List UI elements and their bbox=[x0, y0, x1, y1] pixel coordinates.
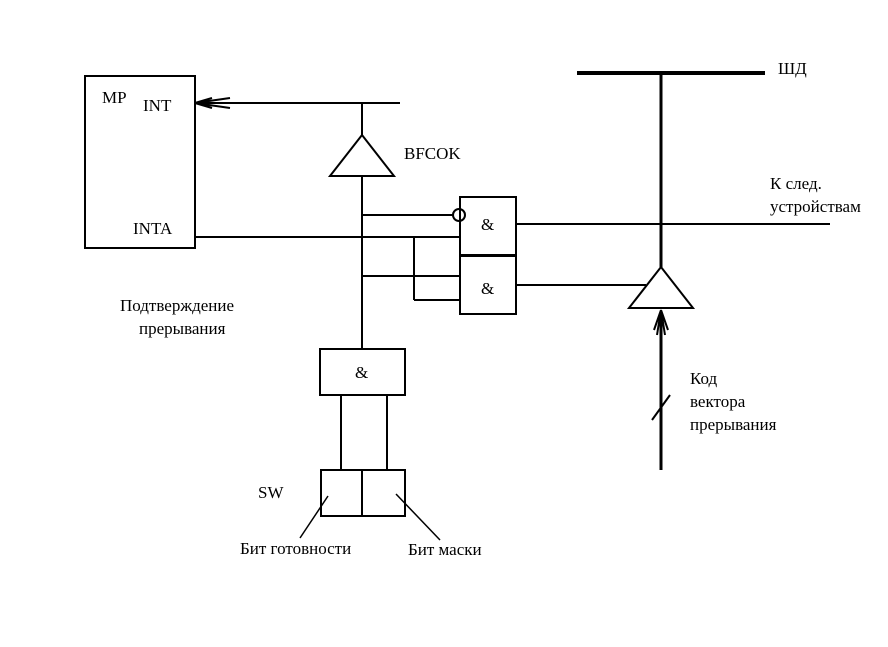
confirm-label-2: прерывания bbox=[139, 319, 226, 338]
vector-buffer bbox=[626, 265, 696, 309]
int-label: INT bbox=[143, 96, 172, 115]
vector-label-1: Код bbox=[690, 369, 718, 388]
vector-code-arrow bbox=[653, 309, 669, 336]
bfcok-label: BFCOK bbox=[404, 144, 461, 163]
inta-label: INTA bbox=[133, 219, 173, 238]
upper-and-label: & bbox=[481, 215, 494, 234]
int-arrow bbox=[194, 97, 231, 109]
mp-label: МР bbox=[102, 88, 127, 107]
vector-label-3: прерывания bbox=[690, 415, 777, 434]
lower-and-label: & bbox=[481, 279, 494, 298]
bottom-and-label: & bbox=[355, 363, 368, 382]
bus-width-slash bbox=[651, 394, 671, 421]
bfcok-buffer bbox=[327, 133, 397, 177]
next-devices-label-1: К след. bbox=[770, 174, 822, 193]
shd-label: ШД bbox=[778, 59, 807, 78]
microprocessor-block bbox=[84, 75, 196, 249]
ready-bit-label: Бит готовности bbox=[240, 539, 351, 558]
ready-bit-leader bbox=[299, 495, 329, 539]
vector-label-2: вектора bbox=[690, 392, 746, 411]
next-devices-label-2: устройствам bbox=[770, 197, 861, 216]
mask-bit-label: Бит маски bbox=[408, 540, 482, 559]
sw-label: SW bbox=[258, 483, 284, 502]
mask-bit-leader bbox=[395, 493, 441, 541]
bottom-and-gate bbox=[319, 348, 406, 396]
confirm-label-1: Подтверждение bbox=[120, 296, 234, 315]
